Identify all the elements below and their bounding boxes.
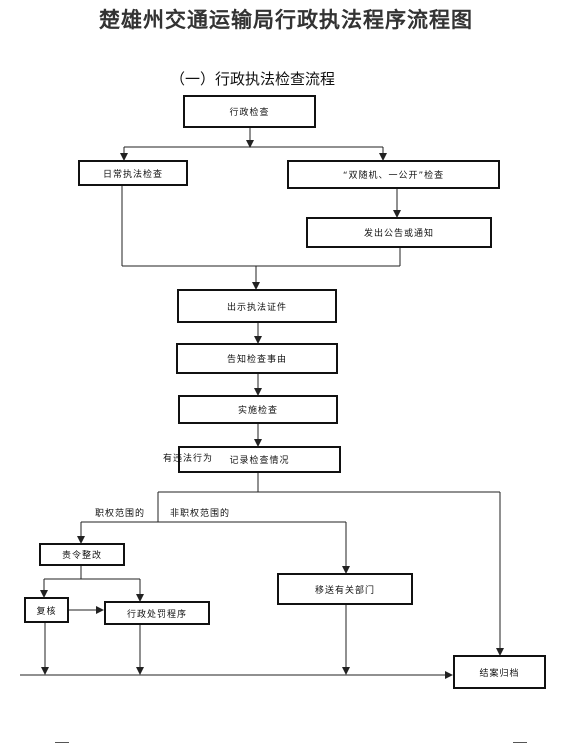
box-penalty-procedure: 行政处罚程序: [104, 601, 210, 625]
box-daily-inspection: 日常执法检查: [78, 160, 188, 186]
section-subtitle: （一）行政执法检查流程: [170, 70, 336, 88]
box-order-rectify: 责令整改: [39, 543, 125, 566]
box-issue-notice: 发出公告或通知: [306, 217, 492, 248]
page-title: 楚雄州交通运输局行政执法程序流程图: [99, 7, 473, 32]
box-inform-matters: 告知检查事由: [176, 343, 338, 374]
label-outside-authority: 非职权范围的: [170, 509, 231, 519]
label-within-authority: 职权范围的: [95, 509, 146, 519]
box-record-inspection: 记录检查情况: [178, 446, 341, 473]
box-transfer-department: 移送有关部门: [277, 573, 413, 605]
label-illegal-acts: 有违法行为: [163, 454, 214, 464]
box-admin-inspection: 行政检查: [183, 95, 316, 128]
box-double-random: “双随机、一公开”检查: [287, 160, 500, 189]
page-corner-mark-left: [55, 742, 69, 743]
box-show-credentials: 出示执法证件: [177, 289, 337, 323]
box-close-archive: 结案归档: [453, 655, 546, 689]
box-conduct-inspection: 实施检查: [178, 395, 338, 424]
page-corner-mark-right: [513, 742, 527, 743]
box-review: 复核: [24, 597, 69, 623]
